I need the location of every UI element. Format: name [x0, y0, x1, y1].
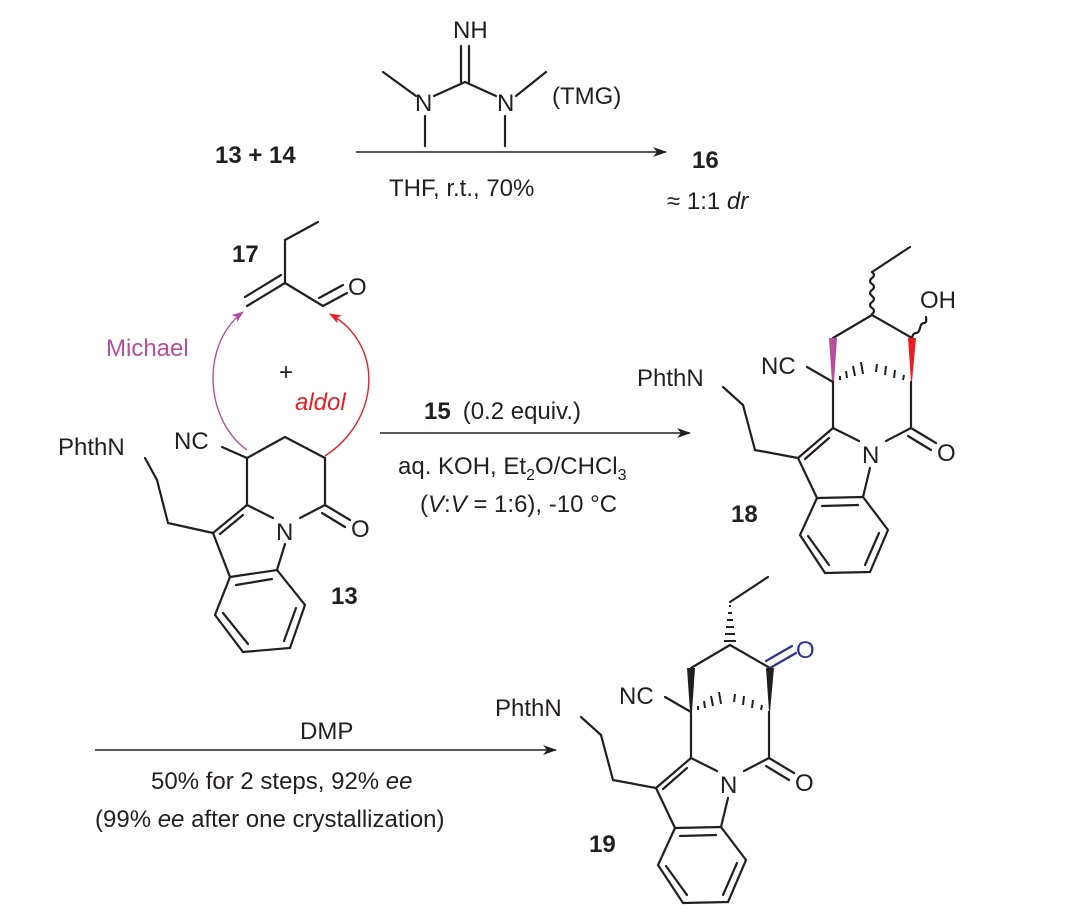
compound-18-label: 18 — [731, 501, 758, 528]
reaction-3-conditions-line1: 50% for 2 steps, 92% ee — [151, 768, 413, 795]
reactants-13-14: 13 + 14 — [215, 142, 296, 169]
reaction-2-conditions-line2: (V:V = 1:6), -10 °C — [420, 491, 617, 518]
lactam-o: O — [937, 440, 956, 467]
michael-arrow — [212, 311, 248, 451]
reaction-1: NH N N (TMG) 13 + 14 THF, r.t., 70% 16 ≈… — [215, 17, 749, 215]
compound-17-label: 17 — [232, 241, 259, 268]
hashed-bridge — [697, 691, 763, 711]
lactam-o: O — [795, 770, 814, 797]
wedge-bond — [687, 668, 695, 712]
red-wedge — [908, 338, 916, 382]
aldol-label: aldol — [295, 389, 346, 416]
compound-18: PhthN NC OH O N 1 — [637, 245, 956, 575]
aldehyde-o: O — [348, 274, 367, 301]
phthn-label: PhthN — [495, 695, 562, 722]
hashed-ethyl-bond — [724, 605, 736, 642]
product-16-label: 16 — [692, 147, 719, 174]
compound-19: PhthN NC O O N — [495, 575, 815, 905]
oh-label: OH — [920, 287, 956, 314]
tmg-n-left: N — [415, 90, 432, 117]
phthn-label: PhthN — [637, 365, 704, 392]
compound-13: PhthN NC O N 13 — [58, 428, 370, 654]
product-16-dr: ≈ 1:1 dr — [667, 188, 749, 215]
purple-wedge — [829, 338, 837, 382]
tmg-name: (TMG) — [552, 83, 621, 110]
catalyst-15: 15(0.2 equiv.) — [424, 398, 581, 425]
indole-n: N — [862, 442, 879, 469]
plus-sign: + — [279, 359, 293, 386]
tmg-nh-label: NH — [453, 17, 488, 44]
nc-label: NC — [761, 353, 796, 380]
compound-17: 17 O — [232, 220, 367, 308]
reaction-3-conditions-line2: (99% ee after one crystallization) — [95, 806, 445, 833]
tmg-structure: NH N N (TMG) — [381, 17, 621, 148]
wavy-bond-icon — [868, 270, 876, 316]
wavy-oh-bond-icon — [910, 315, 928, 340]
indole-n: N — [720, 772, 737, 799]
ketone-o: O — [796, 637, 815, 664]
reaction-2-conditions-line1: aq. KOH, Et2O/CHCl3 — [398, 453, 627, 484]
nc-label: NC — [619, 683, 654, 710]
indole-n: N — [276, 519, 293, 546]
reaction-1-conditions: THF, r.t., 70% — [389, 175, 534, 202]
phthn-label: PhthN — [58, 434, 125, 461]
wedge-bond — [766, 668, 774, 712]
compound-19-label: 19 — [589, 831, 616, 858]
tmg-n-right: N — [497, 90, 514, 117]
michael-label: Michael — [106, 335, 189, 362]
hashed-bridge — [839, 361, 905, 381]
dmp-reagent: DMP — [300, 718, 353, 745]
aldol-arrow — [324, 313, 370, 457]
compound-13-label: 13 — [331, 583, 358, 610]
lactam-o: O — [351, 516, 370, 543]
nc-label: NC — [174, 428, 209, 455]
